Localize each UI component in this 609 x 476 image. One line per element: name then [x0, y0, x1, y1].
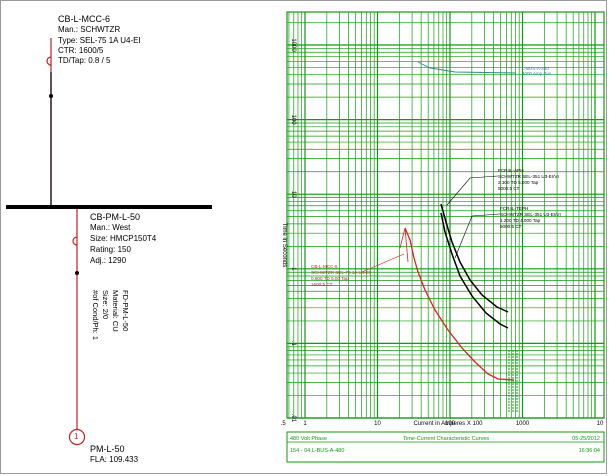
black-relay-curve-upper	[440, 203, 509, 313]
black-lower-label: 1.200 TD 4.000 Tap	[500, 218, 541, 223]
black-relay-curve-lower	[440, 212, 509, 329]
red-curve-label: 0.800 TD 5.00 Tap	[311, 276, 349, 281]
breaker-bottom-rating: Rating: 150	[90, 245, 131, 254]
footer-project: 154 - 04 L-BUS-A-480	[290, 448, 344, 454]
breaker-top-type: Type: SEL-75 1A U4-EI	[58, 36, 141, 45]
x-tick-label: .5	[281, 421, 287, 427]
title-block	[286, 431, 605, 463]
y-axis-title: Time in Seconds	[281, 223, 287, 267]
black-upper-label: SCHWTZR SEL-351 U3-EI/VI	[498, 174, 559, 179]
black-upper-label: 2.300 TD 5.000 Tap	[498, 180, 539, 185]
x-tick-label: 1000	[516, 421, 530, 427]
load-name: PM-L-50	[90, 444, 125, 454]
breaker-bottom-manufacturer: Man.: West	[90, 223, 131, 232]
breaker-arc-bottom	[72, 236, 78, 246]
footer-phase: 480 Volt Phase	[290, 436, 327, 442]
black-lower-label: SCHWTZR SEL-351 U3-EI/VI	[500, 212, 561, 217]
breaker-arc-top	[46, 56, 52, 66]
y-tick-label: 100	[290, 115, 296, 126]
black-lower-leader	[454, 213, 501, 259]
footer-title: Time-Current Characteristic Curves	[403, 436, 490, 442]
bus-label-line: 4000 Amp Bus	[522, 71, 552, 76]
x-tick-label: 10	[374, 421, 381, 427]
breaker-top-ctr: CTR: 1600/5	[58, 46, 104, 55]
main-bus	[6, 205, 212, 209]
load-fla: FLA: 109.433	[90, 455, 139, 464]
y-tick-label: 1	[290, 267, 296, 271]
red-relay-curve	[404, 227, 515, 381]
breaker-contact-top	[49, 94, 53, 98]
red-curve-label: 1600:5 CT	[311, 282, 333, 287]
y-tick-label: .1	[290, 341, 296, 347]
x-tick-label: 10	[597, 421, 604, 427]
y-tick-label: 1000	[290, 38, 296, 52]
black-upper-leader	[446, 175, 499, 206]
y-tick-label: 10	[290, 191, 296, 198]
breaker-contact-bottom	[75, 271, 79, 275]
y-tick-label: .01	[290, 414, 296, 423]
breaker-bottom-adj: Adj.: 1290	[90, 256, 127, 265]
x-tick-label: 1	[303, 421, 307, 427]
bus-label-line: L-BUS-A-480	[522, 66, 549, 71]
red-curve-label: CB-L-MCC-6	[311, 264, 338, 269]
black-upper-label: 5000:5 CT	[498, 186, 520, 191]
black-lower-label: 5000:5 CT	[500, 224, 522, 229]
x-tick-label: 100	[445, 421, 456, 427]
red-curve-pickup	[399, 227, 409, 263]
breaker-bottom-size: Size: HMCP150T4	[90, 234, 157, 243]
bus-curve	[417, 61, 517, 74]
black-upper-label: FCR4L-APH	[498, 168, 524, 173]
breaker-top-manufacturer: Man.: SCHWTZR	[58, 25, 121, 34]
black-lower-label: FCR4L-TEPH	[500, 206, 528, 211]
load-symbol	[68, 428, 86, 446]
red-label-leader	[361, 253, 405, 273]
footer-date: 05-25/2012	[572, 436, 600, 442]
red-curve-label: SCHWTZR SEL-75 1A U4-EI	[311, 270, 370, 275]
load-number: 1	[74, 432, 79, 441]
breaker-top-td-tap: TD/Tap: 0.8 / 5	[58, 56, 111, 65]
breaker-top-name: CB-L-MCC-6	[58, 14, 111, 24]
breaker-bottom-name: CB-PM-L-50	[90, 212, 141, 222]
x-axis-title: Current in Amperes X 100	[413, 421, 483, 427]
footer-time: 16:36:04	[579, 448, 600, 454]
